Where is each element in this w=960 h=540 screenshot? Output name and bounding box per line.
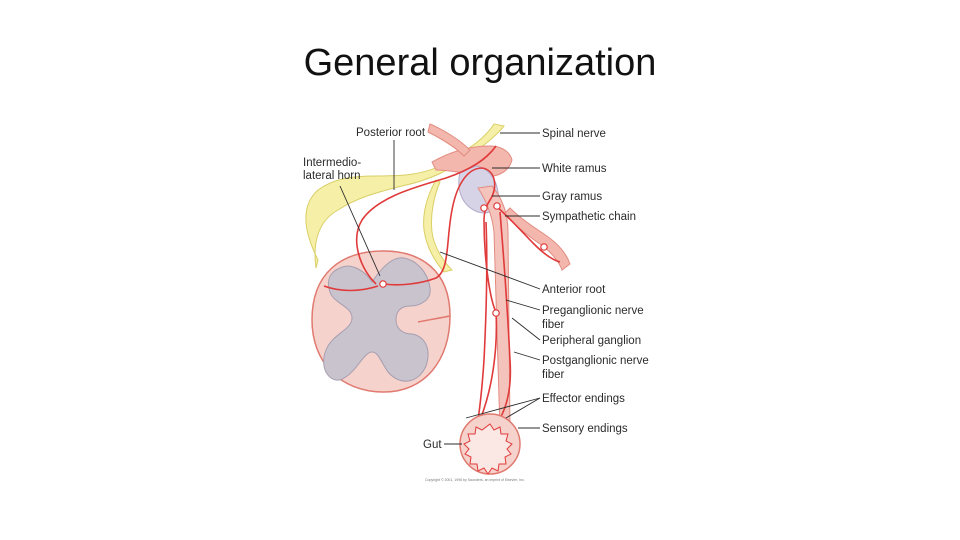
nerve-branch-left [427, 123, 471, 157]
label-posterior-root: Posterior root [356, 127, 426, 139]
leader-postganglionic [513, 351, 541, 361]
descending-fiber-2 [491, 211, 512, 431]
descending-fiber-3 [475, 221, 488, 433]
leader-anterior-root [439, 251, 541, 290]
leader-effector-2 [505, 397, 541, 419]
leader-lines [339, 132, 541, 445]
ganglion-neuron-1 [480, 204, 488, 212]
postganglionic-fiber-1 [479, 311, 498, 421]
fiber-to-branch [495, 205, 561, 263]
leader-effector-1 [465, 397, 541, 419]
label-gray-ramus: Gray ramus [542, 191, 602, 203]
gut-inner [463, 423, 513, 475]
branch-neuron [540, 243, 548, 251]
posterior-root-lower [423, 179, 453, 273]
slide-title: General organization [303, 42, 657, 84]
peripheral-ganglion-neuron [492, 309, 500, 317]
leader-intermedio [339, 185, 381, 277]
gray-matter [323, 257, 431, 382]
ganglion-neuron-2 [493, 202, 501, 210]
leader-preganglionic [505, 299, 541, 311]
label-sympathetic-chain: Sympathetic chain [542, 211, 636, 223]
label-effector-endings: Effector endings [542, 393, 625, 405]
preganglionic-fiber [383, 167, 497, 313]
label-anterior-root: Anterior root [542, 284, 606, 296]
copyright-notice: Copyright © 2001, 1996 by Saunders, an i… [425, 478, 525, 482]
sensory-fiber [355, 145, 497, 285]
label-preganglionic-2: fiber [542, 319, 565, 331]
label-white-ramus: White ramus [542, 163, 607, 175]
label-intermedio-2: lateral horn [303, 170, 361, 182]
synapse-circles [379, 202, 548, 317]
label-sensory-endings: Sensory endings [542, 423, 628, 435]
nerve-branch-right [503, 207, 571, 271]
cord-fiber [323, 285, 379, 292]
horn-neuron [379, 280, 387, 288]
label-intermedio-1: Intermedio- [303, 157, 361, 169]
label-preganglionic-1: Preganglionic nerve [542, 305, 644, 317]
label-postganglionic-1: Postganglionic nerve [542, 355, 649, 367]
label-postganglionic-2: fiber [542, 369, 565, 381]
anterior-fissure [417, 315, 451, 323]
label-gut: Gut [423, 439, 442, 451]
label-spinal-nerve: Spinal nerve [542, 128, 606, 140]
label-peripheral-ganglion: Peripheral ganglion [542, 335, 641, 347]
red-fibers [323, 145, 561, 433]
leader-peripheral-ganglion [511, 317, 541, 341]
